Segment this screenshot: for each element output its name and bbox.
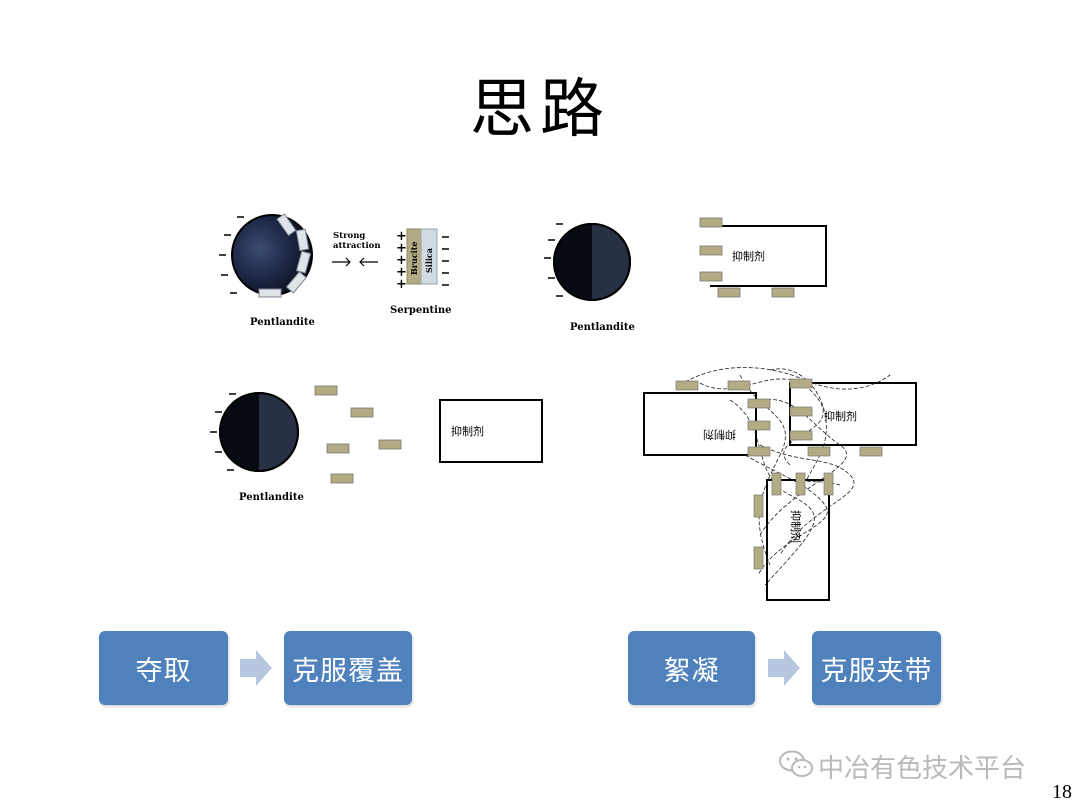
block-left	[643, 392, 757, 456]
pentlandite-label: Pentlandite	[250, 317, 315, 328]
charge-marks	[219, 216, 244, 294]
serpentine-platelets	[258, 213, 312, 298]
minus-charges	[442, 236, 449, 286]
flow-step-overcome-coating: 克服覆盖	[284, 631, 412, 705]
wechat-icon	[779, 750, 813, 777]
silica-layer	[420, 228, 438, 285]
pentlandite-label: Pentlandite	[570, 322, 635, 333]
depressant-label: 抑制剂	[451, 424, 484, 438]
svg-text:+: +	[396, 265, 407, 280]
watermark-text: 中冶有色技术平台	[818, 754, 1027, 784]
dispersed-diagram: Pentlandite 抑制剂	[210, 385, 543, 503]
free-depressant-units	[314, 385, 402, 484]
flow-arrow-2	[768, 650, 800, 686]
svg-text:+: +	[396, 253, 407, 268]
flocculation-diagram: 抑制剂 抑制剂 抑制剂	[643, 367, 917, 601]
silica-label: Silica	[424, 248, 434, 273]
page-title: 思路	[470, 73, 610, 147]
plus-charges: +++ ++	[396, 229, 407, 292]
depressant-label: 抑制剂	[732, 249, 765, 263]
block-bottom-label: 抑制剂	[789, 510, 803, 543]
flow-step-flocculation: 絮凝	[628, 631, 755, 705]
svg-text:+: +	[396, 229, 407, 244]
serpentine-label: Serpentine	[390, 305, 452, 316]
attraction-arrows	[332, 257, 378, 267]
flow-step-overcome-entrainment: 克服夹带	[812, 631, 941, 705]
flow-arrow-1	[240, 650, 272, 686]
flow-step-capture: 夺取	[99, 631, 228, 705]
pentlandite-label: Pentlandite	[239, 492, 304, 503]
svg-text:+: +	[396, 277, 407, 292]
depressant-chain	[705, 225, 827, 287]
block-right-label: 抑制剂	[824, 409, 857, 423]
flocculant-units	[675, 378, 883, 570]
depressant-units	[699, 217, 795, 298]
page-number: 18	[1052, 781, 1072, 803]
depressant-block	[439, 399, 543, 463]
force-label-2: attraction	[333, 241, 381, 251]
svg-text:+: +	[396, 241, 407, 256]
block-bottom	[766, 479, 830, 601]
force-label: Strong	[333, 231, 365, 241]
block-left-label: 抑制剂	[703, 428, 736, 442]
watermark: 中冶有色技术平台	[778, 744, 1048, 784]
brucite-label: Brucite	[409, 242, 419, 276]
depressant-capture-diagram: Pentlandite 抑制剂	[544, 217, 827, 333]
serpentine-coating-diagram: Pentlandite Strong attraction +++ ++ Bru…	[219, 213, 452, 328]
